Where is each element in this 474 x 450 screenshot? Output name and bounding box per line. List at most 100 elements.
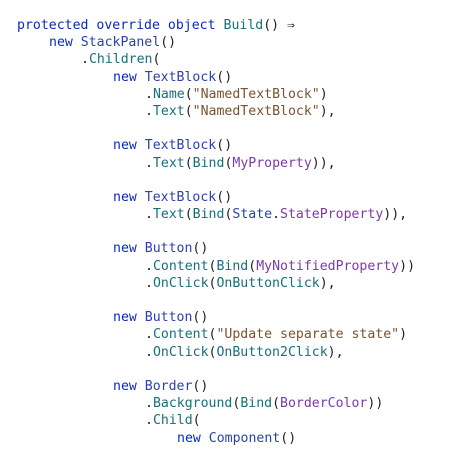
code-line[interactable]: .Child( xyxy=(17,412,474,429)
code-token: OnButton2Click xyxy=(216,344,328,360)
code-line[interactable]: .OnClick(OnButtonClick), xyxy=(17,275,474,292)
code-token: Button xyxy=(144,241,193,257)
code-token: . xyxy=(81,52,89,68)
code-line[interactable]: .Text("NamedTextBlock"), xyxy=(17,103,474,120)
code-line[interactable]: new Component() xyxy=(17,430,474,447)
code-token: TextBlock xyxy=(144,189,217,205)
code-token: ( xyxy=(272,396,281,412)
code-token: . xyxy=(145,327,153,343)
code-token: () xyxy=(216,138,233,154)
code-line[interactable]: new TextBlock() xyxy=(17,189,474,206)
code-token: override xyxy=(96,18,160,33)
code-token: ( xyxy=(232,396,241,412)
code-token: Text xyxy=(152,103,185,119)
code-token: () xyxy=(216,69,233,85)
code-token: Name xyxy=(152,86,185,102)
code-token: Background xyxy=(152,396,233,412)
code-token: "Update separate state" xyxy=(216,327,400,343)
code-token: ), xyxy=(319,275,336,291)
code-token: object xyxy=(167,18,216,33)
code-token: Content xyxy=(152,327,209,343)
code-token: ), xyxy=(319,103,336,119)
code-line[interactable] xyxy=(17,120,474,137)
code-line[interactable]: new TextBlock() xyxy=(17,137,474,154)
code-token xyxy=(137,70,145,85)
code-token: StateProperty xyxy=(280,207,384,223)
code-line[interactable]: .Name("NamedTextBlock") xyxy=(17,86,474,103)
code-token: . xyxy=(145,258,153,274)
code-line[interactable]: new TextBlock() xyxy=(17,69,474,86)
code-line[interactable]: .Content(Bind(MyNotifiedProperty)) xyxy=(17,258,474,275)
code-token: OnClick xyxy=(152,344,209,360)
code-token: new xyxy=(113,241,137,257)
code-line[interactable]: .Content("Update separate state") xyxy=(17,326,474,343)
code-token: ( xyxy=(184,103,193,119)
code-token: Child xyxy=(152,413,193,429)
code-token: new xyxy=(177,430,201,446)
code-token: () xyxy=(216,189,233,205)
code-token: () xyxy=(192,310,209,326)
code-token: )) xyxy=(367,396,384,412)
code-token: Content xyxy=(152,258,209,274)
code-token xyxy=(137,241,145,256)
code-line[interactable]: .Text(Bind(State.StateProperty)), xyxy=(17,206,474,223)
code-token: new xyxy=(113,189,137,205)
code-line[interactable]: new StackPanel() xyxy=(17,34,474,51)
code-token: Build xyxy=(223,18,264,33)
code-token xyxy=(137,379,145,394)
code-line[interactable]: protected override object Build() ⇒ xyxy=(17,17,474,34)
code-line[interactable]: .Text(Bind(MyProperty)), xyxy=(17,155,474,172)
code-token: Bind xyxy=(240,396,273,412)
code-line[interactable]: new Button() xyxy=(17,309,474,326)
code-token: . xyxy=(145,396,153,412)
code-token: StackPanel xyxy=(80,35,161,51)
code-line[interactable]: .Children( xyxy=(17,51,474,68)
code-token: () xyxy=(160,35,177,51)
code-token: ( xyxy=(208,344,217,360)
code-token: "NamedTextBlock" xyxy=(192,103,320,119)
code-token: "NamedTextBlock" xyxy=(192,86,320,102)
code-token: OnButtonClick xyxy=(216,275,320,291)
code-token xyxy=(216,18,224,33)
code-token xyxy=(137,190,145,205)
code-token: ( xyxy=(184,207,193,223)
code-token xyxy=(201,431,209,446)
code-token: ( xyxy=(184,86,193,102)
code-token xyxy=(73,35,81,50)
code-token: Bind xyxy=(192,207,225,223)
code-token: ( xyxy=(224,207,233,223)
code-token: . xyxy=(145,103,153,119)
code-line[interactable] xyxy=(17,292,474,309)
code-token: . xyxy=(145,344,153,360)
code-token: . xyxy=(145,155,153,171)
code-line[interactable]: new Button() xyxy=(17,240,474,257)
code-token: . xyxy=(145,275,153,291)
code-token: . xyxy=(145,207,153,223)
code-line[interactable]: new Border() xyxy=(17,378,474,395)
code-token: ( xyxy=(208,275,217,291)
code-line[interactable]: .Background(Bind(BorderColor)) xyxy=(17,395,474,412)
code-token: MyProperty xyxy=(232,155,312,171)
code-token: ( xyxy=(184,155,193,171)
code-line[interactable] xyxy=(17,361,474,378)
code-line[interactable] xyxy=(17,172,474,189)
code-token: ( xyxy=(208,327,217,343)
code-token: ) xyxy=(399,327,408,343)
code-token: ( xyxy=(152,52,161,68)
code-token: Text xyxy=(152,155,185,171)
code-token: TextBlock xyxy=(144,69,217,85)
code-line[interactable] xyxy=(17,223,474,240)
code-line[interactable]: .OnClick(OnButton2Click), xyxy=(17,344,474,361)
code-token: MyNotifiedProperty xyxy=(256,258,400,274)
code-token: TextBlock xyxy=(144,138,217,154)
code-token: )), xyxy=(383,207,408,223)
code-token: () ⇒ xyxy=(263,18,295,33)
code-token: Button xyxy=(144,310,193,326)
code-token: ) xyxy=(319,86,328,102)
code-token: . xyxy=(145,413,153,429)
code-token: )), xyxy=(311,155,336,171)
code-token: () xyxy=(192,241,209,257)
code-token: protected xyxy=(17,18,89,33)
code-token: ( xyxy=(192,413,201,429)
